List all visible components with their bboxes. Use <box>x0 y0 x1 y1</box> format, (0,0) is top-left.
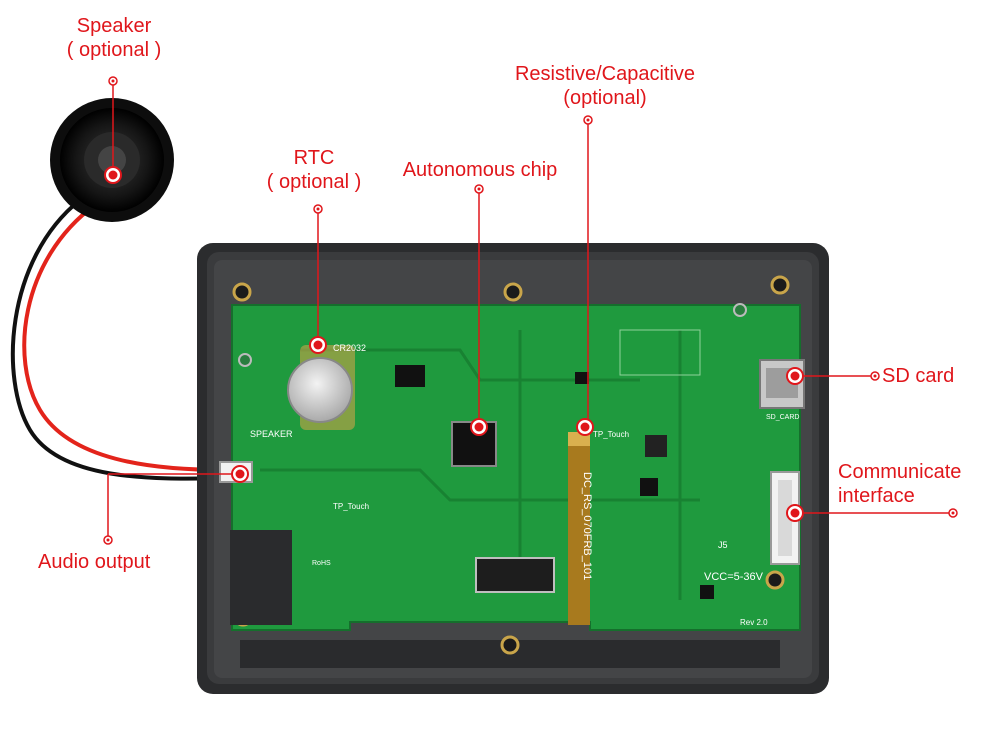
model-silk: DC_RS_070FRB_101 <box>581 472 593 580</box>
touch-silk-2: TP_Touch <box>333 502 369 511</box>
speaker-label-line2: ( optional ) <box>66 39 162 61</box>
ic-small <box>395 365 425 387</box>
chip-label: Autonomous chip <box>385 158 575 182</box>
rev-silk: Rev 2.0 <box>740 618 768 627</box>
audio-label: Audio output <box>38 550 150 574</box>
comm-label-line2: interface <box>838 485 915 507</box>
sd-silk: SD_CARD <box>766 414 799 421</box>
comm-label-line1: Communicate <box>838 461 962 483</box>
touch-label-line2: (optional) <box>563 87 647 109</box>
battery-silk: CR2032 <box>333 343 366 353</box>
rtc-label-line1: RTC <box>293 147 335 169</box>
sd-label-line1: SD card <box>882 365 955 387</box>
speaker-label-line1: Speaker <box>76 15 152 37</box>
speaker-silk: SPEAKER <box>250 429 293 439</box>
speaker-image <box>50 98 174 222</box>
comm-label: Communicate interface <box>838 460 961 508</box>
pcb-board <box>230 275 801 655</box>
ic-small <box>575 372 589 384</box>
inductor <box>645 435 667 457</box>
audio-label-line1: Audio output <box>38 551 151 573</box>
speaker-wires <box>10 198 226 481</box>
touch-label: Resistive/Capacitive (optional) <box>495 62 715 110</box>
callout-lines <box>107 81 953 540</box>
chip-label-line1: Autonomous chip <box>402 159 558 181</box>
ic-small <box>640 478 658 496</box>
touch-label-line1: Resistive/Capacitive <box>514 63 696 85</box>
rtc-battery <box>287 345 355 430</box>
j5-silk: J5 <box>718 540 728 550</box>
rtc-label: RTC ( optional ) <box>252 146 376 194</box>
ic-small <box>700 585 714 599</box>
speaker-label: Speaker ( optional ) <box>52 14 176 62</box>
rohs-silk: RoHS <box>312 560 331 567</box>
touch-silk: TP_Touch <box>593 430 629 439</box>
fpc-connector <box>475 557 555 593</box>
callout-markers <box>103 76 958 545</box>
rtc-label-line2: ( optional ) <box>266 171 362 193</box>
voltage-silk: VCC=5-36V <box>704 571 764 583</box>
sd-label: SD card <box>882 364 954 388</box>
